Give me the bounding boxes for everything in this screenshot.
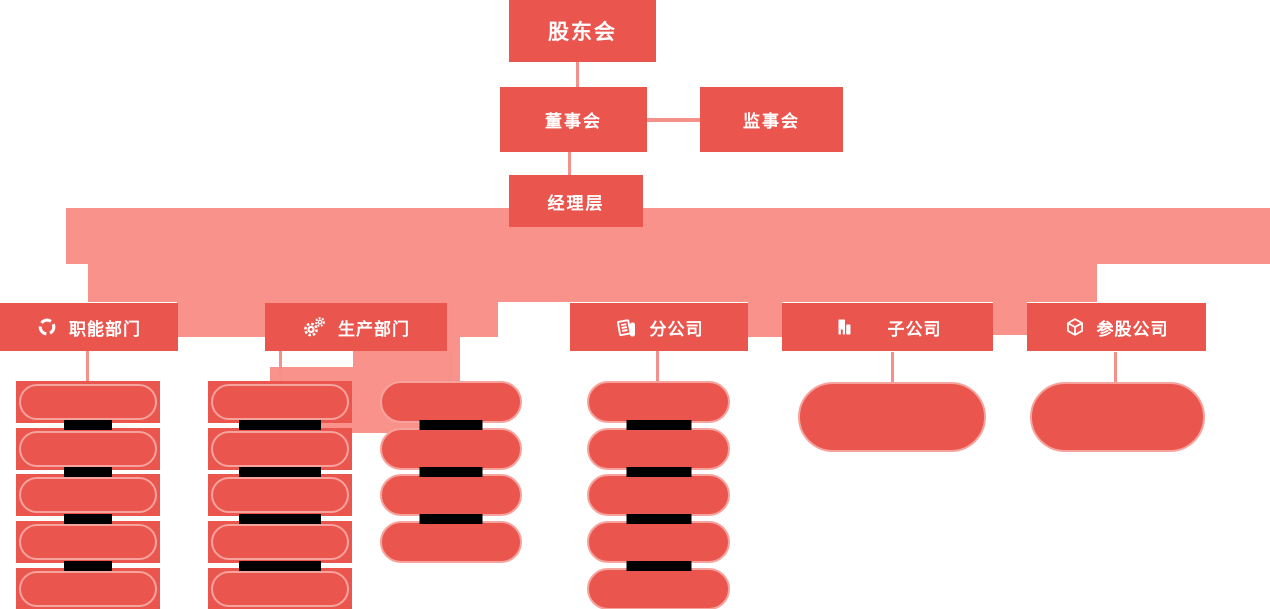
dept-label: 参股公司	[1096, 319, 1169, 339]
sub-box	[587, 427, 730, 470]
sub-box	[16, 474, 160, 517]
dept-label: 子公司	[887, 319, 942, 339]
node-shareholders-meeting: 股东会	[509, 0, 656, 62]
node-label: 董事会	[545, 112, 602, 131]
connector-bar	[626, 467, 691, 478]
watermark-step-gap1	[748, 301, 782, 337]
sub-box	[208, 521, 352, 564]
connector-bar	[239, 467, 321, 478]
sub-box	[587, 381, 730, 423]
connector-bar	[419, 467, 483, 478]
pill-column-production-left	[208, 381, 352, 609]
sub-box	[587, 567, 730, 609]
connector-bar	[64, 560, 112, 571]
connector-bar	[239, 513, 321, 524]
sub-box	[1030, 382, 1205, 452]
connector-board-supervisory	[646, 118, 701, 122]
pill-column-functional	[16, 381, 160, 609]
sub-box	[587, 474, 730, 517]
dept-label: 生产部门	[338, 319, 410, 339]
watermark-step-gap2	[993, 301, 1027, 335]
gears-icon	[304, 317, 325, 337]
connector-dept1	[86, 351, 89, 381]
sub-box	[16, 427, 160, 470]
connector-bar	[626, 420, 691, 431]
connector-dept2-right	[449, 351, 452, 381]
node-board-of-directors: 董事会	[500, 87, 647, 152]
building-icon	[838, 319, 850, 335]
dept-label: 分公司	[649, 319, 704, 339]
sub-box	[208, 381, 352, 423]
pill-column-subsidiary	[798, 382, 986, 454]
watermark-band-top	[66, 208, 1270, 264]
connector-bar	[419, 420, 483, 431]
sub-box	[16, 567, 160, 609]
sub-box	[208, 427, 352, 470]
pill-column-production-right	[380, 381, 522, 609]
connector-dept4	[891, 352, 894, 382]
connector-bar	[64, 513, 112, 524]
connector-board-management	[568, 152, 571, 175]
connector-bar	[239, 420, 321, 431]
sub-box	[16, 521, 160, 564]
sub-box	[380, 474, 522, 517]
sub-box	[380, 521, 522, 564]
node-label: 股东会	[548, 21, 617, 44]
connector-dept3	[656, 351, 659, 381]
cube-icon	[1066, 318, 1083, 336]
node-label: 监事会	[743, 112, 800, 131]
sub-box	[380, 427, 522, 470]
connector-bar	[239, 560, 321, 571]
node-management-level: 经理层	[509, 175, 643, 227]
sub-box	[380, 381, 522, 423]
sub-box	[587, 521, 730, 564]
sub-box	[208, 567, 352, 609]
node-label: 经理层	[547, 193, 605, 213]
branch-document-icon	[616, 318, 635, 336]
dept-header-equity-company: 参股公司	[1027, 303, 1206, 351]
sub-box	[798, 382, 986, 452]
connector-dept5	[1114, 352, 1117, 382]
dept-label: 职能部门	[69, 319, 141, 339]
dept-header-subsidiary: 子公司	[782, 303, 993, 351]
node-supervisory-board: 监事会	[700, 87, 843, 152]
sub-box	[208, 474, 352, 517]
pill-column-equity	[1030, 382, 1205, 454]
connector-bar	[64, 420, 112, 431]
recycle-icon	[38, 318, 56, 336]
connector-bar	[626, 560, 691, 571]
dept-header-branch-company: 分公司	[570, 303, 748, 351]
dept-header-functional: 职能部门	[0, 303, 178, 351]
connector-bar	[64, 467, 112, 478]
connector-shareholders-board	[576, 62, 579, 88]
watermark-band-middle	[88, 264, 1097, 302]
connector-bar	[419, 513, 483, 524]
connector-bar	[626, 513, 691, 524]
connector-dept2-left	[279, 351, 282, 381]
dept-header-production: 生产部门	[265, 303, 447, 351]
sub-box	[16, 381, 160, 423]
pill-column-branch	[587, 381, 730, 609]
